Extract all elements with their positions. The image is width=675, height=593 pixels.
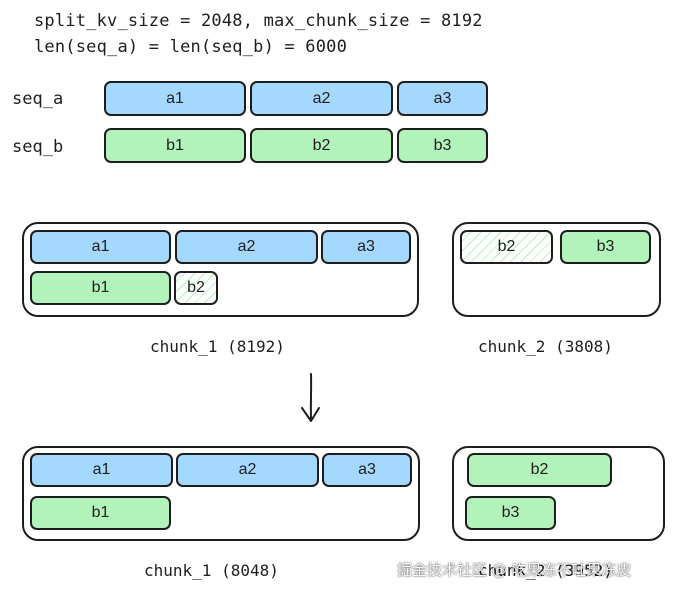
- seq-a-block-a2: a2: [250, 81, 393, 116]
- chunk-1-before-label: chunk_1 (8192): [150, 337, 285, 356]
- chunk-1-after-block-a2: a2: [176, 453, 319, 487]
- chunk-1-before-block-a2: a2: [175, 230, 318, 264]
- seq-b-block-b1: b1: [104, 128, 246, 163]
- chunk-2-after-block-b3: b3: [465, 496, 556, 530]
- chunk-1-after-block-a3: a3: [322, 453, 412, 487]
- sequence-length-text: len(seq_a) = len(seq_b) = 6000: [34, 37, 348, 57]
- chunk-1-after-block-a1: a1: [30, 453, 173, 487]
- chunk-2-before-block-b2-partial: b2: [460, 230, 553, 264]
- chunk-2-after-block-b2: b2: [467, 453, 612, 487]
- chunk-1-before-block-a3: a3: [321, 230, 411, 264]
- seq-b-label: seq_b: [12, 137, 64, 157]
- arrow-down-icon: [301, 373, 320, 422]
- chunk-1-after-block-b1: b1: [30, 496, 171, 530]
- seq-a-label: seq_a: [12, 89, 64, 109]
- chunk-1-before-block-a1: a1: [30, 230, 171, 264]
- chunk-2-before-block-b3: b3: [560, 230, 651, 264]
- chunk-2-before-label: chunk_2 (3808): [478, 337, 613, 356]
- watermark-text: 掘金技术社区 @ 吃果冻不吐果冻皮: [397, 561, 632, 579]
- seq-a-block-a3: a3: [397, 81, 488, 116]
- seq-b-block-b2: b2: [250, 128, 393, 163]
- chunk-1-after-label: chunk_1 (8048): [144, 561, 279, 580]
- chunk-1-before-block-b1: b1: [30, 271, 171, 305]
- seq-b-block-b3: b3: [397, 128, 488, 163]
- chunk-1-before-block-b2-partial: b2: [174, 271, 218, 305]
- seq-a-block-a1: a1: [104, 81, 246, 116]
- chunk-2-after-label: chunk_2 (3952): [478, 561, 613, 580]
- split-params-text: split_kv_size = 2048, max_chunk_size = 8…: [34, 11, 483, 31]
